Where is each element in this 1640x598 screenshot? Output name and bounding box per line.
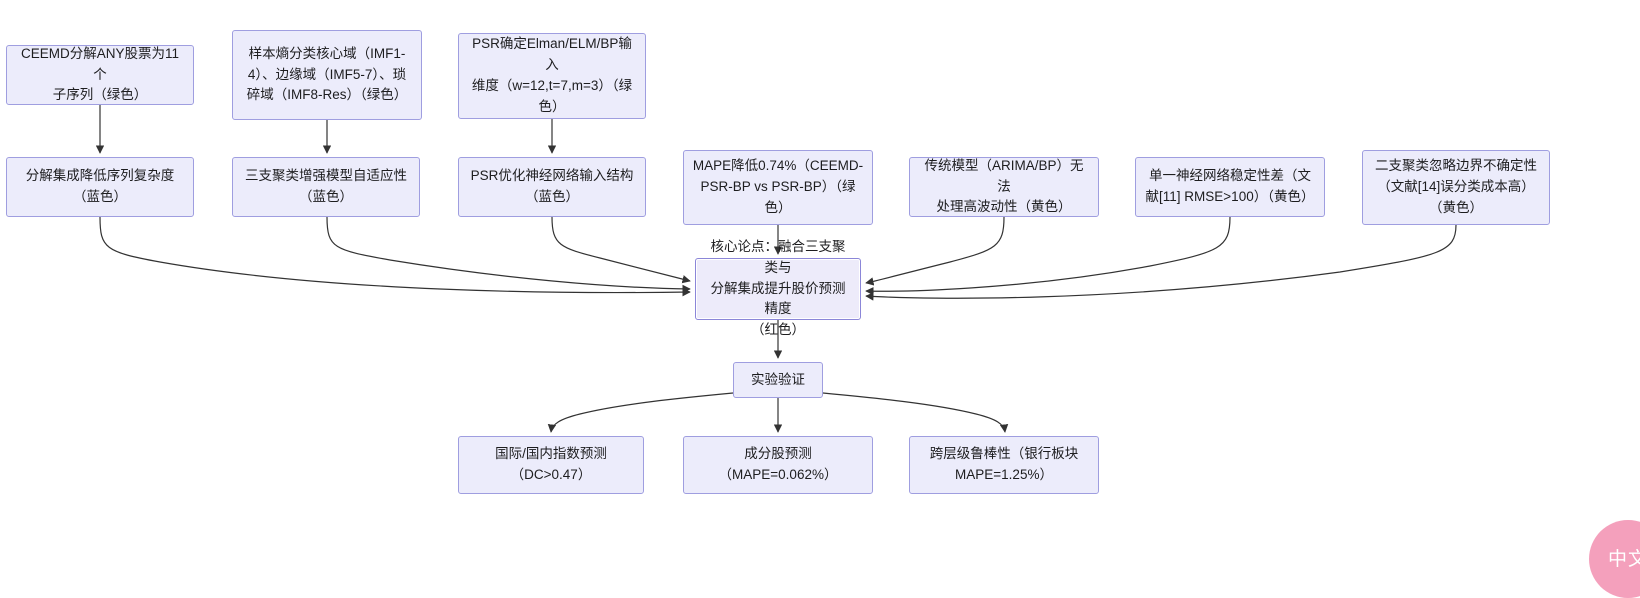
node-label: 传统模型（ARIMA/BP）无法 处理高波动性（黄色） <box>924 157 1084 215</box>
node-label: 核心论点：融合三支聚类与 分解集成提升股价预测精度 （红色） <box>710 238 846 338</box>
edge-singlenn-to-core <box>865 216 1231 296</box>
node-label: PSR优化神经网络输入结构 （蓝色） <box>470 168 634 204</box>
node-label: 分解集成降低序列复杂度 （蓝色） <box>25 168 175 204</box>
edge-validation-to-robustness <box>822 392 1009 433</box>
node-traditional-model-limit[interactable]: 传统模型（ARIMA/BP）无法 处理高波动性（黄色） <box>909 157 1099 217</box>
node-ceemd-decompose[interactable]: CEEMD分解ANY股票为11个 子序列（绿色） <box>6 45 194 105</box>
node-cross-layer-robustness[interactable]: 跨层级鲁棒性（银行板块 MAPE=1.25%） <box>909 436 1099 494</box>
diagram-canvas: CEEMD分解ANY股票为11个 子序列（绿色） 样本熵分类核心域（IMF1- … <box>6 30 1640 598</box>
node-label: CEEMD分解ANY股票为11个 子序列（绿色） <box>20 45 180 103</box>
node-label: 样本熵分类核心域（IMF1- 4）、边缘域（IMF5-7）、琐 碎域（IMF8-… <box>246 45 408 103</box>
node-index-forecast[interactable]: 国际/国内指数预测 （DC>0.47） <box>458 436 644 494</box>
edge-adaptive-to-core <box>326 216 691 294</box>
node-core-argument[interactable]: 核心论点：融合三支聚类与 分解集成提升股价预测精度 （红色） <box>695 239 861 337</box>
node-constituent-stock-forecast[interactable]: 成分股预测 （MAPE=0.062%） <box>683 436 873 494</box>
node-sample-entropy[interactable]: 样本熵分类核心域（IMF1- 4）、边缘域（IMF5-7）、琐 碎域（IMF8-… <box>232 30 422 120</box>
node-two-way-cluster-limit[interactable]: 二支聚类忽略边界不确定性 （文献[14]误分类成本高） （黄色） <box>1362 150 1550 225</box>
node-label: 三支聚类增强模型自适应性 （蓝色） <box>245 168 407 204</box>
node-decomp-reduce-complexity[interactable]: 分解集成降低序列复杂度 （蓝色） <box>6 157 194 217</box>
node-label: 国际/国内指数预测 （DC>0.47） <box>495 446 607 482</box>
watermark-badge: 中文 <box>1589 520 1640 598</box>
edge-validation-to-index <box>547 392 734 433</box>
edge-traditional-to-core <box>865 216 1005 286</box>
node-label: MAPE降低0.74%（CEEMD- PSR-BP vs PSR-BP）（绿 色… <box>692 158 864 215</box>
node-experiment-validation[interactable]: 实验验证 <box>733 362 823 398</box>
node-three-way-adaptive[interactable]: 三支聚类增强模型自适应性 （蓝色） <box>232 157 420 217</box>
node-label: 跨层级鲁棒性（银行板块 MAPE=1.25%） <box>929 446 1079 482</box>
edge-twoway-to-core <box>865 224 1457 301</box>
node-psr-optimize-structure[interactable]: PSR优化神经网络输入结构 （蓝色） <box>458 157 646 217</box>
node-label: 二支聚类忽略边界不确定性 （文献[14]误分类成本高） （黄色） <box>1375 158 1537 215</box>
node-label: 实验验证 <box>751 371 805 387</box>
watermark-text: 中文 <box>1607 549 1640 571</box>
node-label: PSR确定Elman/ELM/BP输入 维度（w=12,t=7,m=3）（绿 色… <box>471 36 633 114</box>
edge-structure-to-core <box>551 216 691 284</box>
edge-complexity-to-core <box>99 216 691 297</box>
node-mape-reduction[interactable]: MAPE降低0.74%（CEEMD- PSR-BP vs PSR-BP）（绿 色… <box>683 150 873 225</box>
node-single-nn-instability[interactable]: 单一神经网络稳定性差（文 献[11] RMSE>100）（黄色） <box>1135 157 1325 217</box>
node-label: 成分股预测 （MAPE=0.062%） <box>718 446 838 482</box>
node-label: 单一神经网络稳定性差（文 献[11] RMSE>100）（黄色） <box>1145 168 1315 204</box>
node-psr-input-dim[interactable]: PSR确定Elman/ELM/BP输入 维度（w=12,t=7,m=3）（绿 色… <box>458 33 646 119</box>
